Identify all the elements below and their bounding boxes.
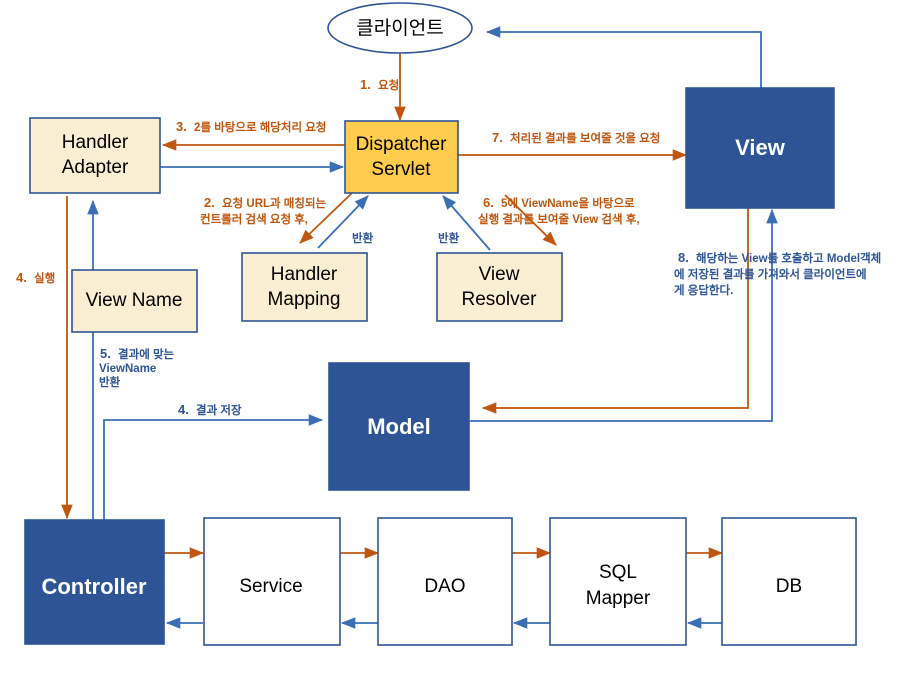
view-label: View (735, 135, 786, 160)
connector-model-to-view (470, 208, 778, 422)
step4-exec-num: 4. (16, 270, 27, 285)
connector-dispatcher-to-viewresolver (504, 194, 557, 246)
client-ellipse-shape (327, 2, 473, 54)
step5-line1: 결과에 맞는 (118, 347, 175, 361)
service-shape (203, 517, 341, 646)
view-name-label: View Name (86, 290, 183, 311)
connector-controller-to-model (103, 414, 324, 520)
view-resolver-label-line1: View (479, 264, 520, 285)
connector-viewresolver-to-dispatcher (442, 195, 491, 251)
dao-shape (377, 517, 513, 646)
db-shape (721, 517, 857, 646)
controller-label: Controller (41, 574, 147, 599)
node-controller[interactable]: Controller (24, 519, 165, 645)
dispatcher-servlet-label-line1: Dispatcher (356, 134, 447, 155)
step4-exec-text: 실행 (34, 271, 55, 285)
step7-num: 7. (492, 130, 503, 145)
annotation-step4-save: 4. 결과 저장 (178, 402, 242, 417)
handler-mapping-label-line1: Handler (271, 264, 338, 285)
annotation-step8: 8. 해당하는 View를 호출하고 Model객체 에 저장된 결과를 가져와… (674, 250, 881, 297)
annotation-step5: 5. 결과에 맞는 ViewName 반환 (99, 346, 175, 389)
service-label: Service (239, 576, 302, 597)
return-label-view-resolver: 반환 (438, 231, 460, 245)
sql-mapper-shape (549, 517, 687, 646)
svg-text:1. 요청: 1. 요청 (360, 77, 399, 92)
connector-dispatcher-to-handlermapping (299, 192, 353, 244)
svg-text:4. 결과 저장: 4. 결과 저장 (178, 402, 242, 417)
annotation-step2: 2. 요청 URL과 매칭되는 컨트롤러 검색 요청 후, (200, 195, 327, 226)
svg-text:2. 요청 URL과 매칭되는: 2. 요청 URL과 매칭되는 (204, 195, 327, 210)
model-shape (328, 362, 470, 491)
node-view-resolver[interactable]: View Resolver (436, 252, 563, 322)
view-name-shape (71, 269, 198, 333)
node-client[interactable]: 클라이언트 (327, 2, 473, 54)
handler-mapping-shape (241, 252, 368, 322)
handler-adapter-shape (29, 117, 161, 194)
step1-text: 요청 (378, 78, 399, 92)
node-handler-mapping[interactable]: Handler Mapping (241, 252, 368, 322)
return-label-handler-mapping: 반환 (352, 231, 374, 245)
dispatcher-servlet-shape (344, 120, 459, 194)
step2-line2: 컨트롤러 검색 요청 후, (200, 212, 308, 226)
view-resolver-label-line2: Resolver (462, 289, 538, 310)
annotation-step7: 7. 처리된 결과를 보여줄 것을 요청 (492, 130, 660, 145)
step5-line3: 반환 (99, 375, 121, 389)
step8-line1: 해당하는 View를 호출하고 Model객체 (696, 251, 881, 265)
model-label: Model (367, 414, 431, 439)
client-label: 클라이언트 (356, 17, 443, 39)
svg-text:4. 실행: 4. 실행 (16, 270, 55, 285)
step8-num: 8. (678, 250, 689, 265)
controller-shape (24, 519, 165, 645)
step7-text: 처리된 결과를 보여줄 것을 요청 (510, 131, 660, 145)
step2-line1: 요청 URL과 매칭되는 (222, 196, 327, 210)
node-model[interactable]: Model (328, 362, 470, 491)
step8-line2: 에 저장된 결과를 가져와서 클라이언트에 (674, 267, 867, 281)
step6-line2: 실행 결과를 보여줄 View 검색 후, (478, 212, 640, 226)
step8-line3: 게 응답한다. (674, 283, 733, 297)
step3-text: 2를 바탕으로 해당처리 요청 (194, 120, 326, 134)
node-view[interactable]: View (685, 87, 835, 209)
step4-save-text: 결과 저장 (196, 403, 242, 417)
node-service[interactable]: Service (203, 517, 341, 646)
annotation-step1: 1. 요청 (360, 77, 399, 92)
connector-handlermapping-to-dispatcher (317, 195, 369, 249)
view-resolver-shape (436, 252, 563, 322)
step6-num: 6. (483, 195, 494, 210)
step5-num: 5. (100, 346, 111, 361)
step2-num: 2. (204, 195, 215, 210)
svg-text:7. 처리된 결과를 보여줄 것을 요청: 7. 처리된 결과를 보여줄 것을 요청 (492, 130, 660, 145)
svg-text:3. 2를 바탕으로 해당처리 요청: 3. 2를 바탕으로 해당처리 요청 (176, 119, 326, 134)
svg-text:6. 5에 ViewName을 바탕으로: 6. 5에 ViewName을 바탕으로 (483, 195, 635, 210)
sql-mapper-label-line2: Mapper (586, 588, 651, 609)
sql-mapper-label-line1: SQL (599, 562, 637, 583)
node-sql-mapper[interactable]: SQL Mapper (549, 517, 687, 646)
step6-line1: 5에 ViewName을 바탕으로 (501, 196, 635, 210)
step5-line2: ViewName (99, 363, 156, 375)
handler-adapter-label-line1: Handler (62, 132, 129, 153)
node-dao[interactable]: DAO (377, 517, 513, 646)
db-label: DB (776, 576, 802, 597)
view-shape (685, 87, 835, 209)
step1-num: 1. (360, 77, 371, 92)
connector-view-to-model (481, 208, 749, 414)
handler-adapter-label-line2: Adapter (62, 157, 129, 178)
annotation-step6: 6. 5에 ViewName을 바탕으로 실행 결과를 보여줄 View 검색 … (478, 195, 640, 226)
step3-num: 3. (176, 119, 187, 134)
node-dispatcher-servlet[interactable]: Dispatcher Servlet (344, 120, 459, 194)
node-db[interactable]: DB (721, 517, 857, 646)
annotation-step3: 3. 2를 바탕으로 해당처리 요청 (176, 119, 326, 134)
handler-mapping-label-line2: Mapping (268, 289, 341, 310)
node-view-name[interactable]: View Name (71, 269, 198, 333)
dispatcher-servlet-label-line2: Servlet (371, 159, 431, 180)
dao-label: DAO (424, 576, 465, 597)
annotation-step4-exec: 4. 실행 (16, 270, 55, 285)
step4-save-num: 4. (178, 402, 189, 417)
connector-view-to-client (485, 26, 762, 88)
node-handler-adapter[interactable]: Handler Adapter (29, 117, 161, 194)
svg-text:5. 결과에 맞는: 5. 결과에 맞는 (100, 346, 175, 361)
svg-text:8. 해당하는 View를 호출하고 Model: 8. 해당하는 View를 호출하고 Model객체 (678, 250, 881, 265)
